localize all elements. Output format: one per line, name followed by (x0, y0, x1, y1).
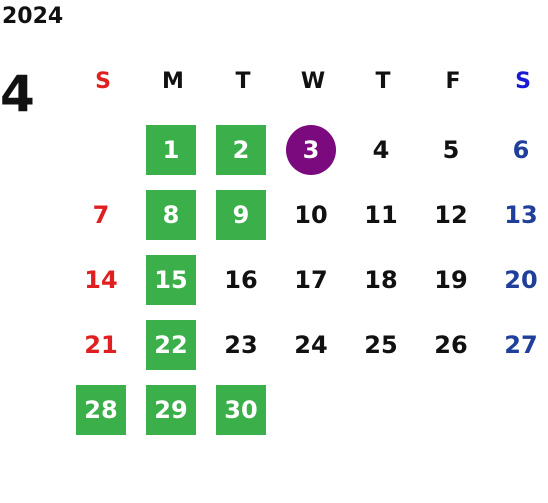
day-cell[interactable]: 16 (224, 266, 258, 294)
day-cell[interactable]: 2 (216, 125, 266, 175)
weekday-header: F (445, 68, 461, 94)
day-cell[interactable]: 18 (364, 266, 398, 294)
weekday-header: S (515, 68, 531, 94)
weekday-header: T (375, 68, 391, 94)
day-cell[interactable]: 5 (442, 136, 460, 164)
day-cell[interactable]: 23 (224, 331, 258, 359)
day-cell[interactable]: 14 (84, 266, 118, 294)
day-cell[interactable]: 12 (434, 201, 468, 229)
weekday-header: M (162, 68, 184, 94)
weekday-header: W (300, 68, 326, 94)
day-cell[interactable]: 8 (146, 190, 196, 240)
day-cell[interactable]: 10 (294, 201, 328, 229)
day-cell[interactable]: 9 (216, 190, 266, 240)
day-cell[interactable]: 29 (146, 385, 196, 435)
year-label: 2024 (2, 4, 64, 29)
day-cell[interactable]: 6 (512, 136, 530, 164)
day-cell[interactable]: 21 (84, 331, 118, 359)
day-cell[interactable]: 25 (364, 331, 398, 359)
day-cell[interactable]: 30 (216, 385, 266, 435)
day-cell[interactable]: 13 (504, 201, 538, 229)
day-cell[interactable]: 19 (434, 266, 468, 294)
day-cell[interactable]: 11 (364, 201, 398, 229)
weekday-header: T (235, 68, 251, 94)
day-cell[interactable]: 28 (76, 385, 126, 435)
day-cell[interactable]: 4 (372, 136, 390, 164)
day-cell[interactable]: 17 (294, 266, 328, 294)
day-cell[interactable]: 7 (92, 201, 110, 229)
day-cell[interactable]: 26 (434, 331, 468, 359)
day-cell[interactable]: 1 (146, 125, 196, 175)
day-cell[interactable]: 27 (504, 331, 538, 359)
day-cell[interactable]: 15 (146, 255, 196, 305)
day-cell[interactable]: 20 (504, 266, 538, 294)
day-cell[interactable]: 3 (286, 125, 336, 175)
month-number: 4 (0, 65, 35, 123)
weekday-header: S (95, 68, 111, 94)
day-cell[interactable]: 22 (146, 320, 196, 370)
day-cell[interactable]: 24 (294, 331, 328, 359)
